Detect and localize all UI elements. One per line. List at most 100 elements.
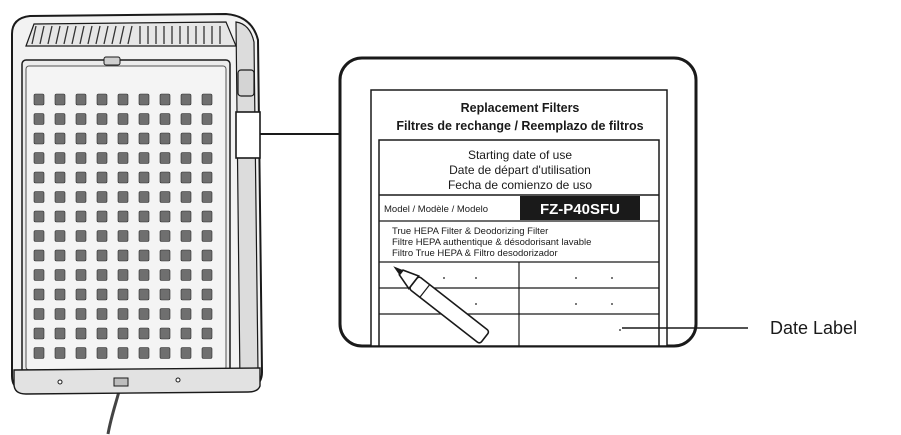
filter-desc-line2: Filtre HEPA authentique & désodorisant l… (392, 237, 591, 248)
vent-cell (180, 249, 192, 262)
vent-cell (33, 308, 45, 320)
vent-cell (159, 249, 171, 262)
filter-desc-line3: Filtro True HEPA & Filtro desodorizador (392, 248, 558, 259)
vent-cell (117, 249, 129, 262)
date-dot (443, 277, 445, 279)
vent-cell (201, 171, 213, 184)
top-grille-slats (31, 25, 221, 45)
grille-slat (47, 25, 53, 45)
vent-cell (201, 269, 213, 281)
vent-cell (96, 191, 108, 203)
vent-cell (75, 347, 87, 359)
vent-cell (138, 249, 150, 262)
vent-cell (75, 191, 87, 203)
vent-cell (54, 230, 66, 242)
vent-cell (54, 249, 66, 262)
vent-cell (33, 171, 45, 184)
vent-cell (75, 230, 87, 242)
vent-cell (54, 308, 66, 320)
date-dot (575, 277, 577, 279)
vent-cell (96, 93, 108, 106)
vent-cell (180, 347, 192, 359)
vent-cell (201, 132, 213, 145)
base-screw-left (57, 379, 63, 385)
grille-slat (87, 25, 93, 45)
grille-slat (119, 25, 125, 45)
vent-cell (138, 210, 150, 223)
vent-cell (159, 132, 171, 145)
vent-cell (75, 327, 87, 340)
vent-cell (96, 347, 108, 359)
vent-cell (33, 93, 45, 106)
vent-cell (117, 93, 129, 106)
date-dots (443, 277, 621, 331)
label-title-line1: Replacement Filters (461, 101, 580, 115)
vent-cell (138, 288, 150, 301)
vent-cell (33, 210, 45, 223)
vent-cell (180, 210, 192, 223)
vent-cell (201, 230, 213, 242)
vent-cell (138, 327, 150, 340)
vent-cell (96, 171, 108, 184)
date-dot (611, 277, 613, 279)
vent-cell (33, 249, 45, 262)
vent-cell (54, 93, 66, 106)
vent-cell (117, 327, 129, 340)
cord-outlet (113, 377, 129, 387)
vent-cell (33, 347, 45, 359)
grille-slat (79, 25, 85, 45)
side-handle (237, 69, 255, 97)
vent-cell (96, 269, 108, 281)
grille-slat (39, 25, 45, 45)
vent-cell (117, 113, 129, 125)
date-header-line3: Fecha de comienzo de uso (448, 178, 592, 192)
grille-slat (63, 25, 69, 45)
date-dot (619, 329, 621, 331)
vent-cell (96, 308, 108, 320)
grille-slat (95, 25, 101, 45)
date-dot (575, 303, 577, 305)
vent-cell (96, 230, 108, 242)
vent-cell (54, 171, 66, 184)
date-header-line1: Starting date of use (468, 148, 572, 162)
date-dot (475, 277, 477, 279)
grille-slat (55, 25, 61, 45)
vent-cell (117, 288, 129, 301)
air-purifier (11, 12, 264, 435)
vent-cell (159, 152, 171, 164)
zoomed-label: Replacement Filters Filtres de rechange … (338, 56, 698, 348)
vent-cell (54, 210, 66, 223)
vent-cell (180, 113, 192, 125)
top-grille (25, 21, 237, 47)
vent-cell (117, 347, 129, 359)
pen-icon (393, 266, 490, 344)
vent-cell (33, 152, 45, 164)
vent-cell (180, 152, 192, 164)
vent-cell (117, 230, 129, 242)
vent-cell (180, 171, 192, 184)
model-number: FZ-P40SFU (540, 201, 620, 218)
vent-cell (201, 288, 213, 301)
vent-cell (201, 308, 213, 320)
vent-cell (33, 191, 45, 203)
vent-grid (33, 93, 213, 359)
vent-cell (117, 171, 129, 184)
label-title-line2: Filtres de rechange / Reemplazo de filtr… (396, 119, 643, 133)
vent-cell (201, 210, 213, 223)
vent-cell (54, 327, 66, 340)
grille-slat (127, 25, 133, 45)
vent-cell (180, 93, 192, 106)
vent-cell (75, 269, 87, 281)
grille-slat (71, 25, 77, 45)
vent-cell (159, 327, 171, 340)
vent-cell (117, 210, 129, 223)
date-label-caption: Date Label (770, 318, 857, 338)
vent-cell (75, 249, 87, 262)
vent-cell (201, 93, 213, 106)
vent-cell (117, 308, 129, 320)
vent-cell (138, 308, 150, 320)
vent-cell (33, 327, 45, 340)
vent-cell (138, 347, 150, 359)
vent-cell (54, 288, 66, 301)
vent-cell (33, 269, 45, 281)
